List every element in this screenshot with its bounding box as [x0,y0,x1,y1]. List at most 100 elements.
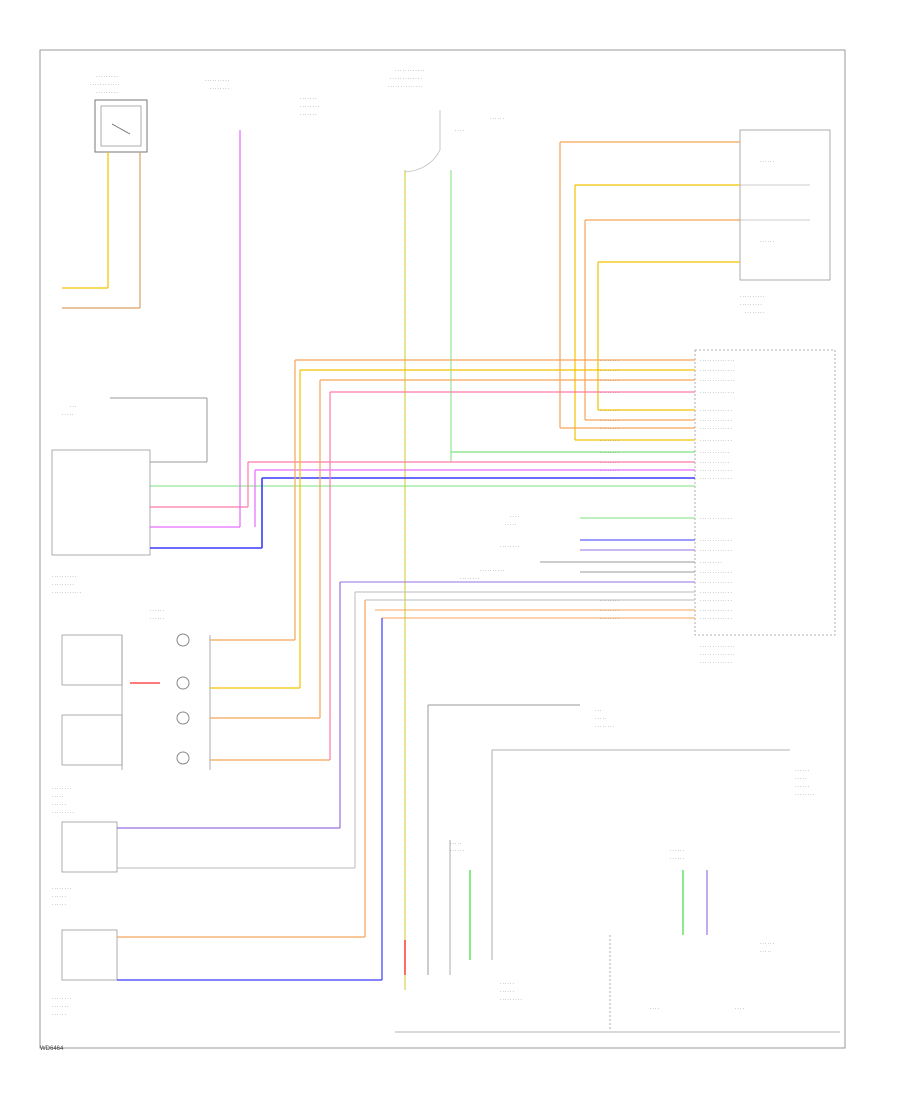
svg-text:· · · · · · · · ·: · · · · · · · · · [96,74,118,79]
svg-text:· · · · · · · · · · · · · ·: · · · · · · · · · · · · · · [700,368,734,373]
left-switch-block: · · · · · · · · · · · · · · · · · · · · … [51,397,263,595]
svg-text:· · · · · · · · · · · · ·: · · · · · · · · · · · · · [700,548,732,553]
svg-text:· · · · · · · ·: · · · · · · · · [600,468,619,473]
svg-text:· · · · · ·: · · · · · · [760,239,774,244]
svg-text:· · · · · · · · · ·: · · · · · · · · · · [740,294,764,299]
diagram-border [39,49,846,1049]
svg-text:· · · · · · · · · · · · ·: · · · · · · · · · · · · · [700,516,732,521]
svg-text:· · · · · ·: · · · · · · [795,784,809,789]
svg-text:· · · · · ·: · · · · · · [760,941,774,946]
svg-text:· · · · · ·: · · · · · · [500,989,514,994]
svg-text:· · · · · · · · ·: · · · · · · · · · [52,810,74,815]
svg-text:· · · · ·: · · · · · [595,716,606,721]
footer-code: WD6464 [40,1046,64,1052]
svg-text:· · · · · · · · ·: · · · · · · · · · [96,90,118,95]
svg-text:· · · · · ·: · · · · · · [670,856,684,861]
svg-text:· · · ·: · · · · [650,1006,659,1011]
svg-text:· · · ·: · · · · [455,128,464,133]
svg-text:· · · · · · · · · · · · ·: · · · · · · · · · · · · · [700,616,732,621]
svg-text:· · · · ·: · · · · · [450,841,461,846]
svg-text:· · · · · · · ·: · · · · · · · · [600,358,619,363]
svg-text:· · · ·: · · · · [735,1006,744,1011]
svg-text:· · · · · · · · · · · · ·: · · · · · · · · · · · · · [700,598,732,603]
svg-text:· · · ·: · · · · [510,514,519,519]
svg-text:· · · · ·: · · · · · [62,412,73,417]
svg-text:· · ·: · · · [70,404,76,409]
svg-text:· · · · · · · · · · · · ·: · · · · · · · · · · · · · [700,570,732,575]
svg-text:· · · · · · · ·: · · · · · · · · [600,616,619,621]
svg-text:· · · · · ·: · · · · · · [150,616,164,621]
svg-text:· · · · · · · · · · · · ·: · · · · · · · · · · · · · [700,590,732,595]
svg-text:· · · · · ·: · · · · · · [670,848,684,853]
svg-text:· · · · · · · · · · · · ·: · · · · · · · · · · · · · [700,660,732,665]
svg-text:· · · · · · · ·: · · · · · · · · [600,460,619,465]
svg-text:· · · · · ·: · · · · · · [150,608,164,613]
svg-text:· · · · · · · ·: · · · · · · · · [52,996,71,1001]
svg-text:· · · · · · · · · · · · ·: · · · · · · · · · · · · · [700,608,732,613]
svg-text:· · · · · · · ·: · · · · · · · · [600,426,619,431]
svg-text:· · · · ·: · · · · · [505,522,516,527]
svg-text:· · · · · ·: · · · · · · [500,981,514,986]
svg-text:· · · · · ·: · · · · · · [450,848,464,853]
svg-text:· · · · · · · ·: · · · · · · · · [460,576,479,581]
left-lower-module: · · · · · · · · · · · · · · · · · · · · … [52,360,331,815]
svg-text:· · · · · · · · · · · · ·: · · · · · · · · · · · · · [700,538,732,543]
center-bottom-wiring: · · · · · · · · · · · · · · · · · · · · … [395,704,840,1033]
svg-text:· · · · · · · · · · · · ·: · · · · · · · · · · · · · [700,468,732,473]
svg-text:· · · · · · · · · · · · ·: · · · · · · · · · · · · · [390,76,422,81]
svg-text:· · · · · · · · · ·: · · · · · · · · · · [205,78,229,83]
right-control-module: · · · · · · · · · · · · · · · · · · · · … [694,349,836,665]
svg-text:· · · · · · · · ·: · · · · · · · · · [700,560,722,565]
svg-text:· · · · · · · · · · · · ·: · · · · · · · · · · · · · [700,438,732,443]
svg-text:· · · · · · · · · · · · · ·: · · · · · · · · · · · · · · [700,390,734,395]
svg-text:· · · · · · · · · · · ·: · · · · · · · · · · · · [52,590,81,595]
svg-text:· · · · · · · · ·: · · · · · · · · · [740,302,762,307]
svg-text:· · · · · · · ·: · · · · · · · · [210,86,229,91]
svg-text:· · · · · · · · · ·: · · · · · · · · · · [480,568,504,573]
right-bottom-wiring: · · · · · · · · · · · · · · · · · · · · … [609,768,814,1030]
svg-text:· · · · · · · ·: · · · · · · · · [595,724,614,729]
svg-text:· · · · · · · ·: · · · · · · · · [600,418,619,423]
magenta-wire-upper: · · · · · · · · · · · · · · · · · · · · … [205,78,319,480]
svg-text:· · · · · · · · · · · ·: · · · · · · · · · · · · [700,450,729,455]
svg-text:· · · · · ·: · · · · · · [795,768,809,773]
svg-text:· · · · · · · · · · · · ·: · · · · · · · · · · · · · [700,408,732,413]
svg-text:· · · · · · · ·: · · · · · · · · [745,310,764,315]
svg-text:· · · · · · · ·: · · · · · · · · [795,792,814,797]
svg-text:· · · · · · ·: · · · · · · · [300,112,317,117]
svg-text:· · · · · · · ·: · · · · · · · · [600,476,619,481]
module-harness: · · · · · · · · · · · · · · · · · · · · … [150,358,734,621]
svg-text:· · · · · · · · · · · · ·: · · · · · · · · · · · · · [700,418,732,423]
svg-text:· · · · · · · ·: · · · · · · · · [300,104,319,109]
svg-text:· · · · · · · ·: · · · · · · · · [500,544,519,549]
center-top-connector: · · · · · · · · · · · · · · · · · · · · … [388,68,504,990]
left-bottom-modules: · · · · · · · · · · · · · · · · · · · · … [52,582,383,1017]
svg-text:· · · · · · · · · · · ·: · · · · · · · · · · · · [90,82,119,87]
svg-text:· · · · · · · ·: · · · · · · · · [600,438,619,443]
svg-text:· · · · · ·: · · · · · · [490,116,504,121]
svg-text:· · · · · · · · · · · · · ·: · · · · · · · · · · · · · · [700,644,734,649]
svg-text:· · · · · · · ·: · · · · · · · · [600,450,619,455]
svg-text:· · · · · · · · · · · · · ·: · · · · · · · · · · · · · · [388,84,422,89]
svg-text:· · · · · · · · · · · · ·: · · · · · · · · · · · · · [700,580,732,585]
svg-text:· · · · · · · · · · · · · ·: · · · · · · · · · · · · · · [700,378,734,383]
svg-text:· · · · · · · · · · · · · ·: · · · · · · · · · · · · · · [700,358,734,363]
svg-text:· · · · · · · ·: · · · · · · · · [600,598,619,603]
svg-text:· · · · · · · ·: · · · · · · · · [52,786,71,791]
svg-text:· · · · · ·: · · · · · · [52,802,66,807]
svg-text:· · · · · · ·: · · · · · · · [300,96,317,101]
svg-text:· · · · · · · ·: · · · · · · · · [600,368,619,373]
svg-text:· · · · · · · ·: · · · · · · · · [600,390,619,395]
svg-text:· · · · ·: · · · · · [760,949,771,954]
svg-text:· · · · · · · · ·: · · · · · · · · · [500,997,522,1002]
svg-text:· · ·: · · · [595,708,601,713]
svg-text:· · · · · · · ·: · · · · · · · · [600,408,619,413]
svg-text:· · · · · · · · · · · · ·: · · · · · · · · · · · · · [700,426,732,431]
svg-text:· · · · · · · · · · · · · ·: · · · · · · · · · · · · · · [700,652,734,657]
svg-text:· · · · · · · · · ·: · · · · · · · · · · [52,574,76,579]
svg-text:· · · · · · · · · · · ·: · · · · · · · · · · · · [700,460,729,465]
svg-text:· · · · · · · · · · · · ·: · · · · · · · · · · · · · [700,476,732,481]
svg-text:· · · · · · · ·: · · · · · · · · [600,378,619,383]
svg-text:· · · · · · · ·: · · · · · · · · [600,608,619,613]
